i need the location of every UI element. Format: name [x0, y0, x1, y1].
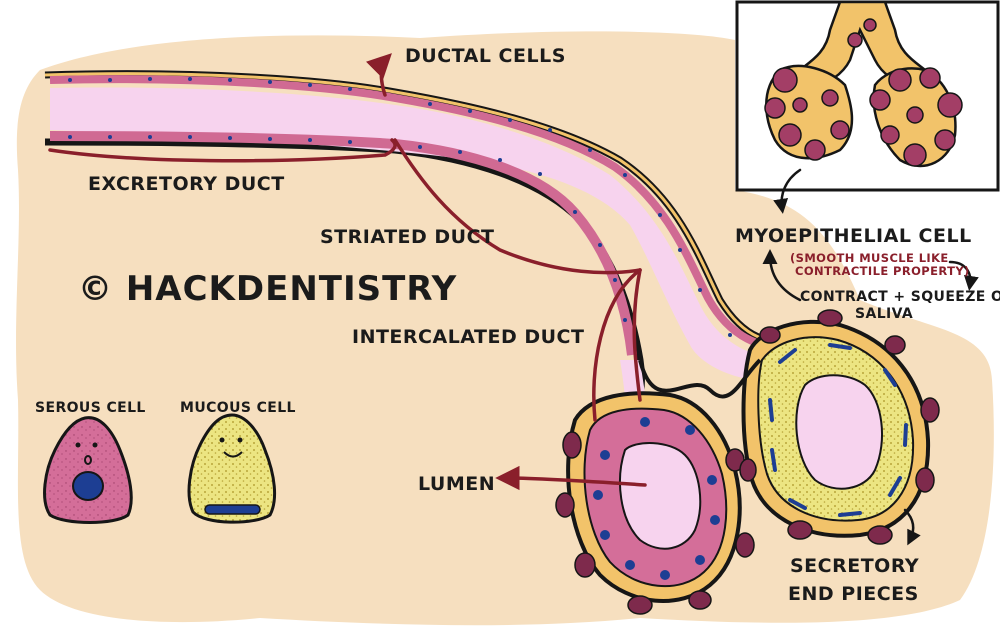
- label-intercalated-duct: INTERCALATED DUCT: [352, 326, 584, 348]
- intercalated-loop: [638, 358, 762, 399]
- copyright-label: © HACKDENTISTRY: [78, 269, 457, 309]
- note-smooth-muscle-1: (SMOOTH MUSCLE LIKE: [790, 251, 949, 265]
- label-lumen: LUMEN: [418, 473, 495, 495]
- ductal-nuclei: [68, 77, 732, 337]
- black-arrows: [762, 168, 979, 546]
- label-mucous-cell: MUCOUS CELL: [180, 400, 296, 416]
- label-myoepithelial-cell: MYOEPITHELIAL CELL: [735, 225, 972, 247]
- serous-cell-figure: [43, 416, 133, 524]
- mucous-cell-figure: [187, 413, 276, 524]
- label-contract-squeeze: CONTRACT + SQUEEZE OUT: [800, 289, 1000, 305]
- label-striated-duct: STRIATED DUCT: [320, 226, 495, 248]
- serous-end-piece: [555, 391, 755, 615]
- leader-lines: [48, 53, 647, 491]
- note-smooth-muscle-2: CONTRACTILE PROPERTY): [795, 264, 970, 278]
- mucous-end-piece: [739, 309, 940, 545]
- label-excretory-duct: EXCRETORY DUCT: [88, 173, 285, 195]
- ductal-cells-lower: [49, 131, 637, 356]
- label-ductal-cells: DUCTAL CELLS: [405, 45, 566, 67]
- acini-inset: [735, 0, 1000, 192]
- label-secretory: SECRETORY: [790, 555, 919, 577]
- ductal-cells-upper: [49, 75, 796, 353]
- label-end-pieces: END PIECES: [788, 583, 919, 605]
- label-saliva: SALIVA: [855, 306, 913, 322]
- label-serous-cell: SEROUS CELL: [35, 400, 146, 416]
